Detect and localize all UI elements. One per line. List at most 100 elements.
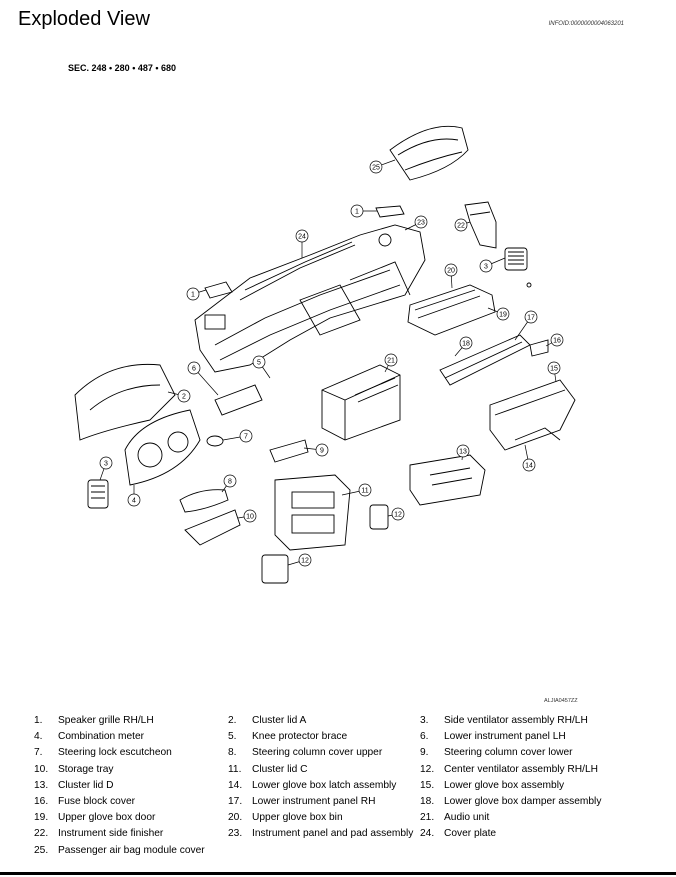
callout-number: 3 — [104, 461, 108, 468]
legend-label: Cluster lid C — [252, 763, 308, 775]
callout-circle — [127, 493, 141, 507]
legend-label: Passenger air bag module cover — [58, 844, 205, 856]
legend-label: Cover plate — [444, 828, 497, 840]
callout-number: 11 — [361, 488, 368, 495]
legend-number: 5. — [228, 731, 237, 743]
part-upper-glove-bin — [407, 284, 496, 336]
part-column-cover-lower — [269, 439, 309, 463]
section-reference: SEC. 248 • 280 • 487 • 680 — [68, 63, 177, 73]
legend-label: Side ventilator assembly RH/LH — [444, 715, 588, 726]
callout-number: 21 — [387, 358, 395, 365]
legend-label: Upper glove box bin — [252, 812, 343, 824]
callout-number: 14 — [525, 463, 533, 470]
part-storage-tray — [184, 509, 241, 546]
legend-label: Lower glove box damper assembly — [444, 796, 602, 807]
callout-circle — [369, 160, 383, 174]
legend-number: 16. — [34, 796, 49, 807]
callout-number: 9 — [320, 448, 324, 455]
part-speaker-grille-upper — [375, 205, 405, 218]
callout-circle — [479, 259, 493, 273]
callout-number: 1 — [191, 292, 195, 299]
callout-circle — [550, 333, 564, 347]
callout-circle — [444, 263, 458, 277]
document-id: INFOID:0000000004063201 — [548, 21, 624, 27]
callout-circle — [223, 474, 237, 488]
legend-number: 17. — [228, 796, 243, 807]
legend-label: Instrument panel and pad assembly — [252, 828, 414, 840]
legend-label: Knee protector brace — [252, 731, 348, 743]
callout-number: 13 — [459, 449, 467, 456]
callout-number: 12 — [301, 558, 309, 565]
legend-number: 1. — [34, 715, 43, 726]
legend-number: 10. — [34, 763, 49, 775]
legend-number: 21. — [420, 812, 435, 824]
legend-label: Speaker grille RH/LH — [58, 715, 154, 726]
callout-number: 8 — [228, 479, 232, 486]
part-side-finisher — [464, 201, 497, 249]
legend-number: 22. — [34, 828, 49, 840]
legend-number: 15. — [420, 779, 435, 791]
legend-label: Lower instrument panel LH — [444, 731, 566, 743]
callout-number: 16 — [553, 338, 561, 345]
part-air-bag-cover — [389, 125, 469, 181]
legend-label: Fuse block cover — [58, 796, 136, 807]
legend-number: 3. — [420, 715, 429, 726]
legend-number: 2. — [228, 715, 237, 726]
legend-number: 19. — [34, 812, 49, 824]
legend-number: 4. — [34, 731, 43, 743]
callout-circle — [454, 218, 468, 232]
legend-number: 11. — [228, 763, 242, 775]
legend-number: 20. — [228, 812, 243, 824]
callout-number: 15 — [550, 366, 558, 373]
callout-circle — [187, 361, 201, 375]
part-cluster-lid-a — [74, 363, 176, 441]
figure-id: ALJIA0457ZZ — [544, 698, 578, 704]
callout-circle — [298, 553, 312, 567]
legend-number: 7. — [34, 747, 43, 759]
callout-circle — [350, 204, 364, 218]
callout-number: 10 — [246, 514, 254, 521]
legend-label: Instrument side finisher — [58, 828, 164, 840]
legend-label: Upper glove box door — [58, 812, 156, 824]
legend-label: Lower glove box latch assembly — [252, 779, 397, 791]
legend-number: 18. — [420, 796, 435, 807]
legend-number: 24. — [420, 828, 435, 840]
legend-number: 13. — [34, 779, 49, 791]
callout-number: 17 — [527, 315, 535, 322]
bottom-rule — [0, 872, 676, 875]
legend-label: Storage tray — [58, 763, 114, 775]
callout-circle — [99, 456, 113, 470]
part-side-ventilator-lh — [87, 479, 109, 509]
callout-circle — [391, 507, 405, 521]
part-fuse-block-cover — [529, 339, 549, 357]
callout-number: 2 — [182, 394, 186, 401]
legend-label: Cluster lid A — [252, 715, 307, 726]
part-lower-glove-box — [489, 379, 576, 451]
callout-circle — [456, 444, 470, 458]
callout-circle — [496, 307, 510, 321]
callout-circle — [239, 429, 253, 443]
legend-number: 23. — [228, 828, 243, 840]
part-audio-unit — [321, 364, 401, 441]
callout-circle — [315, 443, 329, 457]
part-lower-panel-rh — [439, 334, 531, 386]
callout-number: 25 — [372, 165, 380, 172]
callout-circle — [414, 215, 428, 229]
callout-circle — [384, 353, 398, 367]
callout-number: 19 — [499, 312, 507, 319]
legend-number: 14. — [228, 779, 243, 791]
callout-number: 5 — [257, 360, 261, 367]
callout-number: 22 — [457, 223, 465, 230]
callout-circle — [459, 336, 473, 350]
part-steering-lock-escutcheon — [206, 435, 224, 447]
callout-circle — [177, 389, 191, 403]
callout-number: 23 — [417, 220, 425, 227]
callout-circle — [524, 310, 538, 324]
legend-label: Steering column cover lower — [444, 747, 573, 759]
callout-number: 20 — [447, 268, 455, 275]
legend-number: 9. — [420, 747, 429, 759]
legend-number: 25. — [34, 844, 49, 856]
part-instrument-panel — [194, 224, 426, 373]
